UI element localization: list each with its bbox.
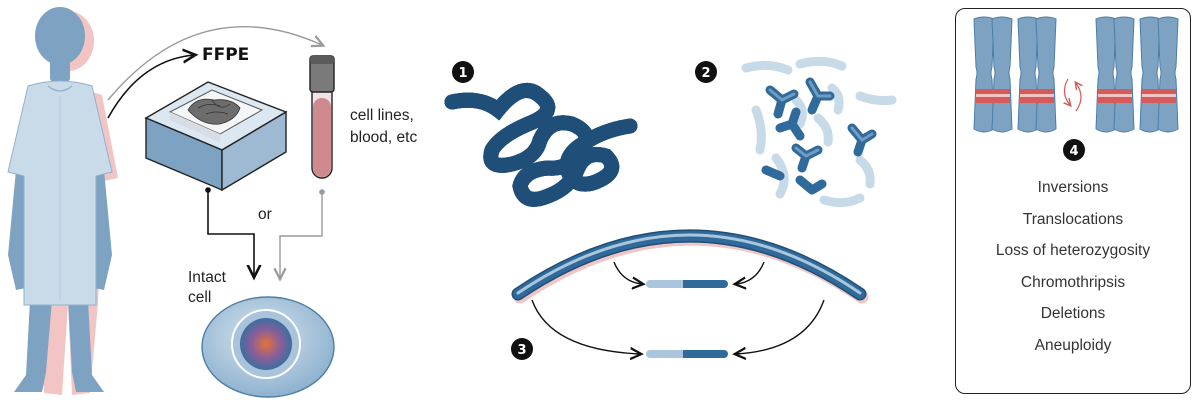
- step-2-badge: 2: [695, 61, 717, 83]
- chromosome-illustration: 4: [956, 9, 1192, 169]
- svg-text:2: 2: [701, 66, 710, 81]
- svg-text:3: 3: [517, 343, 526, 358]
- swap-arrow-right: [1076, 83, 1081, 111]
- or-label: or: [258, 206, 272, 223]
- sv-type-item: Loss of heterozygosity: [956, 235, 1190, 267]
- intact-cell: [202, 297, 334, 397]
- sv-type-item: Aneuploidy: [956, 330, 1190, 362]
- sv-type-item: Translocations: [956, 204, 1190, 236]
- ffpe-block: [146, 82, 286, 190]
- sv-type-item: Chromothripsis: [956, 267, 1190, 299]
- arrow-ffpe-to-cell: [208, 190, 254, 276]
- arrow-read-left-bottom: [532, 300, 640, 354]
- ffpe-label: FFPE: [202, 45, 249, 65]
- intact-cell-label-line1: Intact: [188, 269, 227, 286]
- svg-text:1: 1: [458, 66, 467, 81]
- tube-label-line1: cell lines,: [350, 107, 414, 124]
- swap-arrow-left: [1064, 79, 1070, 105]
- fragmented-dna: [746, 61, 892, 202]
- intact-dna-strand: [452, 90, 630, 199]
- intact-cell-label-line2: cell: [188, 289, 211, 306]
- arrow-read-left-top: [614, 262, 642, 284]
- sv-type-item: Deletions: [956, 298, 1190, 330]
- arrow-read-right-top: [736, 262, 764, 284]
- sv-types-list: Inversions Translocations Loss of hetero…: [956, 172, 1190, 362]
- sv-types-panel: 4 Inversions Translocations Loss of hete…: [955, 8, 1191, 394]
- patient-illustration: [8, 7, 118, 395]
- step-1-badge: 1: [452, 61, 474, 83]
- arrow-read-right-bottom: [736, 300, 824, 354]
- svg-text:4: 4: [1069, 144, 1078, 159]
- long-read-bar-top: [646, 280, 728, 288]
- long-read-bar-bottom: [646, 350, 728, 358]
- step-3-badge: 3: [511, 338, 533, 360]
- sv-type-item: Inversions: [956, 172, 1190, 204]
- arrow-tube-to-cell: [280, 192, 322, 278]
- tube-label-line2: blood, etc: [350, 129, 417, 146]
- sample-tube: [310, 56, 334, 178]
- step-4-badge: 4: [1063, 139, 1085, 161]
- nucleus: [240, 318, 292, 370]
